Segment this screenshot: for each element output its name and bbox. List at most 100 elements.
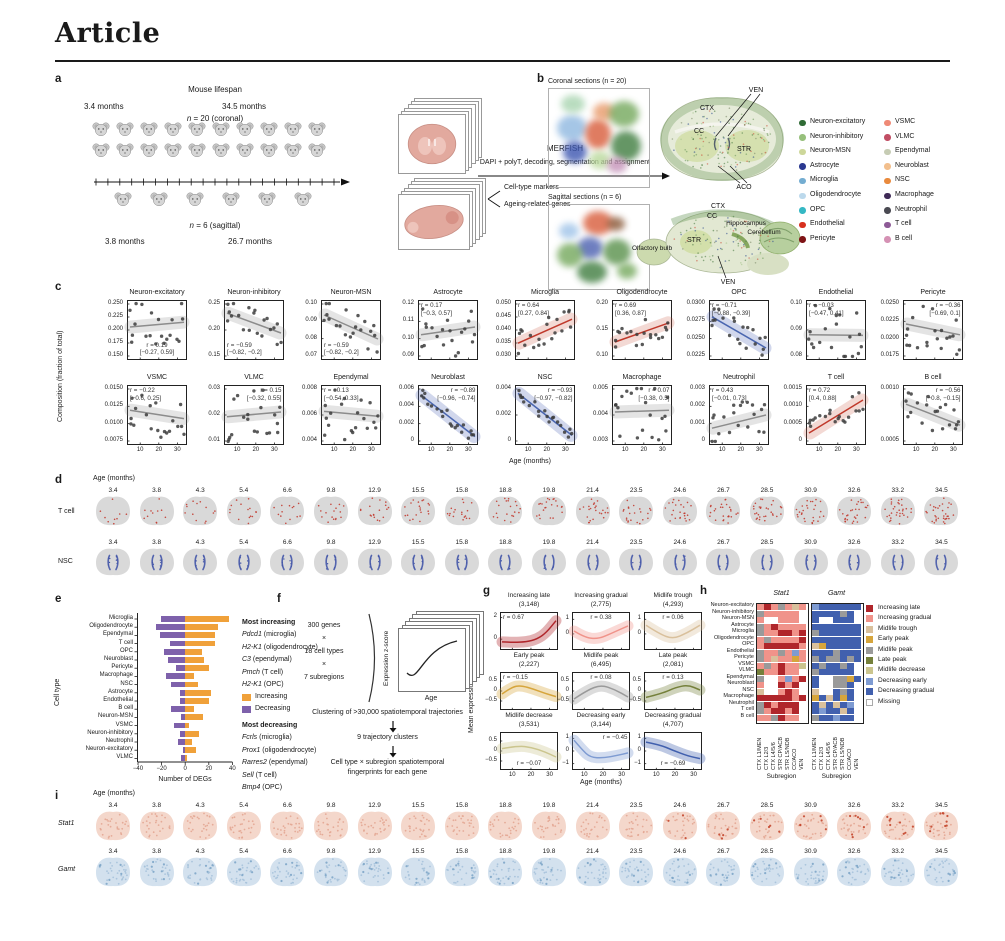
plot-title: Neutrophil bbox=[723, 374, 755, 381]
age-label: 19.8 bbox=[542, 487, 556, 494]
ytick-label: 0.0010 bbox=[880, 385, 899, 391]
heatmap-cell bbox=[854, 649, 861, 656]
ytick-label: 0.0150 bbox=[104, 385, 123, 391]
heatmap-cell bbox=[792, 643, 799, 650]
trajectory-plot bbox=[568, 612, 634, 650]
brain-section-tcell bbox=[357, 496, 392, 526]
heatmap-cell bbox=[833, 708, 840, 715]
xtick-label: 10 bbox=[330, 447, 338, 453]
brain-section-stat1 bbox=[619, 811, 654, 841]
cluster-blob bbox=[557, 115, 587, 141]
heatmap-cell bbox=[826, 714, 833, 721]
legend-dot bbox=[799, 119, 806, 126]
heatmap-cell bbox=[799, 656, 806, 663]
heatmap-cell bbox=[757, 636, 764, 643]
ytick-label: 0.250 bbox=[107, 300, 123, 306]
heatmap-cell bbox=[847, 682, 854, 689]
brain-section-tcell bbox=[96, 496, 130, 526]
xtick-label: 10 bbox=[508, 772, 516, 778]
scatter-plot bbox=[124, 385, 190, 445]
celltype-label: Neuron-MSN bbox=[97, 713, 133, 720]
age-label: 9.8 bbox=[326, 802, 336, 809]
heatmap-cell bbox=[799, 675, 806, 682]
row-label-tcell: T cell bbox=[58, 508, 75, 515]
heatmap-cell bbox=[819, 662, 826, 669]
ytick-label: 2 bbox=[493, 613, 497, 620]
panel-b-label: b bbox=[537, 73, 545, 85]
bar-increasing bbox=[185, 640, 215, 647]
heatmap-row-label: B cell bbox=[740, 712, 754, 719]
bar-increasing bbox=[185, 755, 188, 762]
bar-increasing bbox=[185, 657, 204, 663]
heatmap-row-label: Neuron-MSN bbox=[721, 615, 754, 621]
f-stack-times2: × bbox=[321, 661, 327, 668]
brain-section-nsc bbox=[880, 548, 915, 576]
bar-increasing bbox=[185, 689, 211, 696]
heatmap-cell bbox=[840, 714, 847, 721]
bar-decreasing bbox=[180, 689, 185, 696]
legend-swatch bbox=[866, 698, 873, 706]
xtick-label: 20 bbox=[543, 447, 551, 453]
bar-increasing bbox=[185, 673, 195, 680]
heatmap-cell bbox=[826, 649, 833, 656]
scatter-plot bbox=[706, 300, 772, 360]
brain-section-tcell bbox=[401, 496, 436, 526]
heatmap-cell bbox=[833, 695, 840, 702]
heatmap-cell bbox=[840, 610, 847, 617]
ytick-label: −0.5 bbox=[557, 697, 569, 703]
heatmap-row-label: NSC bbox=[742, 686, 754, 693]
brain-section-tcell bbox=[226, 496, 261, 526]
ytick-label: 0.10 bbox=[596, 352, 608, 358]
ytick-label: 0.5 bbox=[560, 677, 569, 683]
heatmap-cell bbox=[764, 649, 771, 656]
heatmap-cell bbox=[833, 617, 840, 624]
heatmap-cell bbox=[854, 604, 861, 611]
legend-dot bbox=[799, 236, 806, 243]
heatmap-cell bbox=[757, 669, 764, 676]
gene-name: Pdcd1 bbox=[242, 631, 262, 638]
heatmap-cell bbox=[785, 675, 792, 682]
heatmap-cell bbox=[785, 714, 792, 721]
scatter-plot bbox=[221, 300, 287, 360]
heatmap-row-label: Neutrophil bbox=[728, 699, 754, 706]
ytick-label: 0.07 bbox=[305, 352, 317, 358]
age-label: 34.5 bbox=[935, 487, 948, 494]
celltype-label: Neuron-excitatory bbox=[85, 746, 133, 753]
legend-label: Midlife trough bbox=[878, 624, 918, 632]
age-label: 18.8 bbox=[499, 848, 512, 855]
brain-section-stat1 bbox=[750, 811, 784, 841]
heatmap-cell-missing bbox=[771, 675, 778, 682]
gene-celltype: (T cell) bbox=[259, 668, 284, 676]
plot-title: Neuron-inhibitory bbox=[227, 289, 281, 296]
age-label: 3.8 bbox=[152, 848, 162, 855]
heatmap-cell bbox=[799, 604, 806, 611]
heatmap-col-label: STR CP/ACB bbox=[832, 736, 839, 770]
cluster-blob bbox=[577, 261, 607, 283]
trajectory-count: (2,081) bbox=[662, 661, 684, 668]
heatmap-cell bbox=[771, 643, 778, 650]
brain-section-stat1 bbox=[183, 811, 218, 841]
heatmap-frame bbox=[811, 603, 864, 724]
heatmap-cell bbox=[785, 636, 792, 643]
ytick-label: 0.0010 bbox=[783, 402, 802, 409]
brain-section-nsc bbox=[270, 548, 305, 576]
legend-dot bbox=[884, 221, 891, 229]
heatmap-cell bbox=[792, 675, 799, 682]
deg-gene-item: Bmp4 (OPC) bbox=[242, 784, 282, 792]
age-label: 4.3 bbox=[195, 802, 205, 809]
heatmap-cell-missing bbox=[799, 669, 806, 676]
legend-label: Macrophage bbox=[895, 191, 934, 198]
ytick-label: 0.09 bbox=[402, 352, 414, 358]
legend-swatch bbox=[866, 667, 873, 675]
scatter-plot bbox=[318, 300, 384, 360]
heatmap-cell bbox=[819, 656, 826, 663]
plot-title: Neuroblast bbox=[431, 374, 465, 381]
panel-i-label: i bbox=[55, 790, 59, 802]
plot-title: T cell bbox=[827, 374, 845, 381]
gene-celltype: (oligodendrocyte) bbox=[260, 746, 317, 754]
down-arrow bbox=[389, 746, 397, 758]
trajectory-title: Midlife decrease bbox=[505, 712, 553, 719]
bar-increasing bbox=[185, 730, 200, 737]
heatmap-cell bbox=[833, 682, 840, 689]
